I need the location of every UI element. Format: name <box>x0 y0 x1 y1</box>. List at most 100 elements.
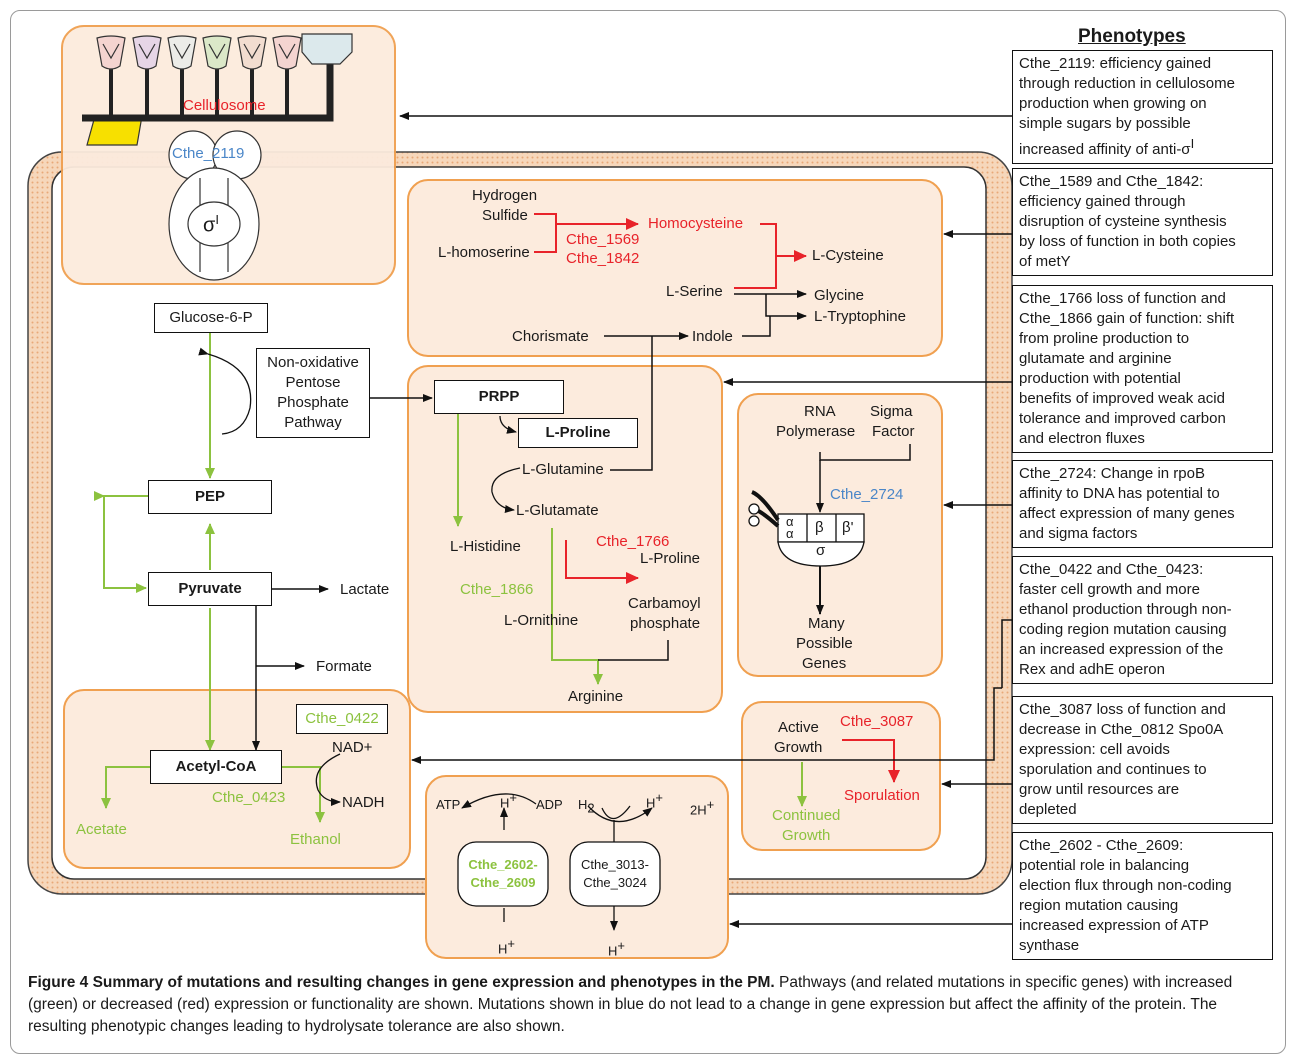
cthe-0422-box: Cthe_0422 <box>296 704 388 734</box>
caption-title: Figure 4 Summary of mutations and result… <box>28 974 775 991</box>
hydrogen-label: Hydrogen <box>472 187 538 204</box>
ppp-box: Non-oxidative Pentose Phosphate Pathway <box>256 348 370 438</box>
phenotype-line: from proline production to <box>1019 330 1190 347</box>
phenotype-line: of metY <box>1019 253 1071 270</box>
l-proline-label: L-Proline <box>640 550 701 567</box>
phenotype-line: ethanol production through non- <box>1019 601 1232 618</box>
phenotype-line: Cthe_2602 - Cthe_2609: <box>1019 837 1184 854</box>
phenotype-line: grow until resources are <box>1019 781 1180 798</box>
phenotype-line: Cthe_2119: efficiency gained <box>1019 55 1212 72</box>
beta-subunit-label: β <box>815 519 824 536</box>
ethanol-label: Ethanol <box>290 831 341 848</box>
rna-label: RNA <box>804 403 836 420</box>
cthe-1766-label: Cthe_1766 <box>596 533 670 550</box>
possible-label: Possible <box>796 635 853 652</box>
phenotype-line: efficiency gained through <box>1019 193 1186 210</box>
growth-label: Growth <box>774 739 823 756</box>
phenotype-line: through reduction in cellulosome <box>1019 75 1235 92</box>
prpp-box: PRPP <box>434 380 564 414</box>
phenotype-line: and sigma factors <box>1019 525 1138 542</box>
cysteine-arrows <box>534 213 807 340</box>
phenotype-line: Cthe_1589 and Cthe_1842: <box>1019 173 1204 190</box>
l-cysteine-label: L-Cysteine <box>812 247 884 264</box>
phenotype-line: production when growing on <box>1019 95 1207 112</box>
cthe-2602-label: Cthe_2602-Cthe_2609 <box>468 857 538 890</box>
phenotype-box-cthe-1589: Cthe_1589 and Cthe_1842: efficiency gain… <box>1012 168 1273 276</box>
homocysteine-label: Homocysteine <box>648 215 744 232</box>
phenotype-box-cthe-3087: Cthe_3087 loss of function and decrease … <box>1012 696 1273 824</box>
pyruvate-box: Pyruvate <box>148 572 272 606</box>
many-label: Many <box>808 615 845 632</box>
phenotype-line: tolerance and improved carbon <box>1019 410 1226 427</box>
phenotype-line: region mutation causing <box>1019 897 1179 914</box>
beta-prime-subunit-label: β' <box>842 519 854 536</box>
phenotype-line: affinity to DNA has potential to <box>1019 485 1220 502</box>
pep-box: PEP <box>148 480 272 514</box>
phenotype-line: by loss of function in both copies <box>1019 233 1236 250</box>
indole-label: Indole <box>692 328 733 345</box>
cysteine-compartment <box>407 179 943 357</box>
lactate-label: Lactate <box>340 581 390 598</box>
sigma-label: σI <box>203 212 219 237</box>
nadh-label: NADH <box>342 794 385 811</box>
amino-compartment <box>407 365 723 713</box>
sporulation-label: Sporulation <box>844 787 920 804</box>
phenotype-line: faster cell growth and more <box>1019 581 1200 598</box>
h2-label: H2 <box>578 797 595 816</box>
carbamoyl-label: Carbamoyl <box>628 595 701 612</box>
cthe-3013-label: Cthe_3013-Cthe_3024 <box>581 857 649 890</box>
phenotype-line: increased affinity of anti-σI <box>1019 136 1195 158</box>
h-plus-bottom-1: H+ <box>498 936 515 957</box>
cthe-1842-label: Cthe_1842 <box>566 250 640 267</box>
phenotype-box-cthe-1766: Cthe_1766 loss of function and Cthe_1866… <box>1012 285 1273 453</box>
ppp-line-3: Phosphate <box>277 394 349 411</box>
h-plus-bottom-2: H+ <box>608 938 625 959</box>
polymerase-label: Polymerase <box>776 423 856 440</box>
caption-text: Pathways (and related mutations in speci… <box>28 974 1233 1035</box>
formate-label: Formate <box>316 658 372 675</box>
l-ornithine-label: L-Ornithine <box>504 612 579 629</box>
rna-polymerase-complex <box>748 490 865 567</box>
ppp-line-1: Non-oxidative <box>267 354 359 371</box>
phenotype-box-cthe-2724: Cthe_2724: Change in rpoB affinity to DN… <box>1012 460 1273 548</box>
sulfide-label: Sulfide <box>482 207 528 224</box>
phenotype-line: simple sugars by possible <box>1019 115 1191 132</box>
phenotype-line: disruption of cysteine synthesis <box>1019 213 1227 230</box>
ppp-line-4: Pathway <box>284 414 342 431</box>
phenotype-line: glutamate and arginine <box>1019 350 1172 367</box>
atp-label: ATP <box>436 797 461 812</box>
l-glutamate-label: L-Glutamate <box>516 502 599 519</box>
l-proline-box: L-Proline <box>518 418 638 448</box>
two-h-plus-label: 2H+ <box>690 797 715 818</box>
phenotype-line: benefits of improved weak acid <box>1019 390 1225 407</box>
central-arrows <box>94 330 433 823</box>
sigma-factor-label-2: Factor <box>872 423 915 440</box>
acetyl-coa-box: Acetyl-CoA <box>150 750 282 784</box>
l-glutamine-label: L-Glutamine <box>522 461 604 478</box>
ppp-line-2: Pentose <box>285 374 341 391</box>
phenotype-box-cthe-0422: Cthe_0422 and Cthe_0423: faster cell gro… <box>1012 556 1273 684</box>
h-plus-top-2: H+ <box>646 790 663 811</box>
cellulosome-structure <box>82 33 353 281</box>
active-label: Active <box>778 719 819 736</box>
cthe-2119-label: Cthe_2119 <box>172 145 245 162</box>
phenotype-line: increased expression of ATP <box>1019 917 1209 934</box>
phenotype-line: Cthe_3087 loss of function and <box>1019 701 1226 718</box>
sigma-subunit-label: σ <box>816 542 826 559</box>
glycine-label: Glycine <box>814 287 865 304</box>
continued-growth-label: Growth <box>782 827 831 844</box>
phosphate-label: phosphate <box>630 615 701 632</box>
phenotype-line: expression: cell avoids <box>1019 741 1170 758</box>
atp-synthase <box>457 793 661 931</box>
phenotype-line: depleted <box>1019 801 1077 818</box>
phenotype-box-cthe-2602: Cthe_2602 - Cthe_2609: potential role in… <box>1012 832 1273 960</box>
phenotype-line: an increased expression of the <box>1019 641 1224 658</box>
acetate-label: Acetate <box>76 821 127 838</box>
phenotype-line: Cthe_1866 gain of function: shift <box>1019 310 1235 327</box>
amino-arrows <box>453 336 669 685</box>
phenotype-line: coding region mutation causing <box>1019 621 1227 638</box>
phenotypes-title: Phenotypes <box>1078 26 1186 47</box>
nad-label: NAD+ <box>332 739 373 756</box>
cthe-2724-label: Cthe_2724 <box>830 486 904 503</box>
